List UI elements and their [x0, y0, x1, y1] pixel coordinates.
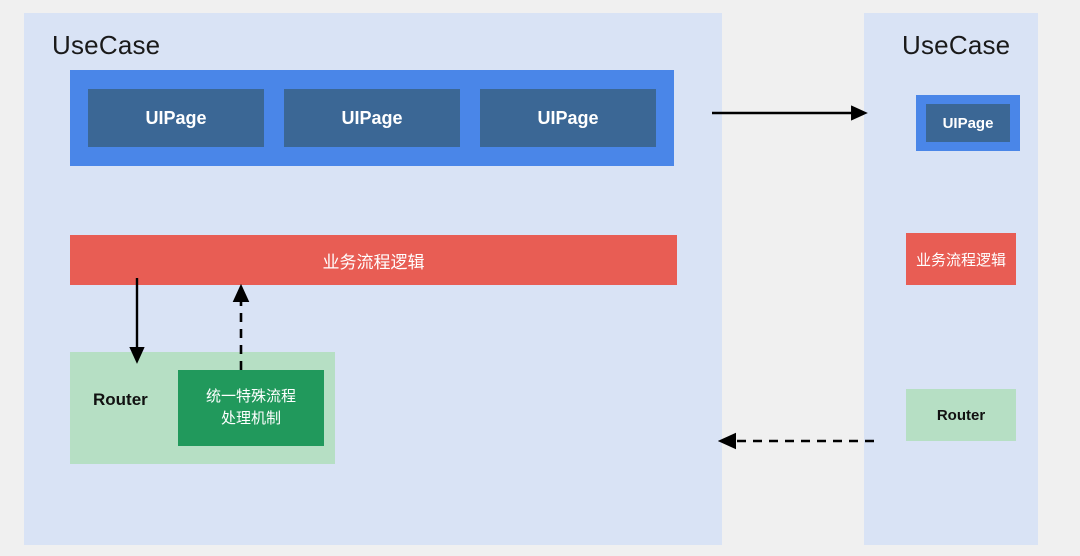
connector-to-right-panel-icon: [712, 105, 868, 121]
special-flow-line1: 统一特殊流程: [205, 388, 296, 406]
connector-logic-to-router-icon: [129, 278, 145, 364]
ui-band-left: UIPage UIPage UIPage: [70, 70, 674, 166]
router-box-right[interactable]: Router: [906, 389, 1016, 441]
business-logic-box-right[interactable]: 业务流程逻辑: [906, 233, 1016, 285]
uipage-box[interactable]: UIPage: [88, 89, 264, 147]
uipage-box[interactable]: UIPage: [926, 104, 1010, 142]
special-flow-box[interactable]: 统一特殊流程 处理机制: [178, 370, 324, 446]
page-title-right: UseCase: [902, 30, 1011, 60]
connector-router-to-logic-icon: [232, 283, 250, 370]
business-logic-box-left[interactable]: 业务流程逻辑: [70, 235, 677, 285]
router-label: Router: [93, 390, 148, 409]
router-box-left[interactable]: Router 统一特殊流程 处理机制: [70, 352, 335, 464]
uipage-box[interactable]: UIPage: [480, 89, 656, 147]
special-flow-line2: 处理机制: [220, 410, 281, 427]
connector-to-left-panel-icon: [717, 432, 874, 450]
page-title-left: UseCase: [52, 30, 161, 60]
ui-band-right: UIPage: [916, 95, 1020, 151]
uipage-box[interactable]: UIPage: [284, 89, 460, 147]
router-label: Router: [936, 406, 986, 424]
